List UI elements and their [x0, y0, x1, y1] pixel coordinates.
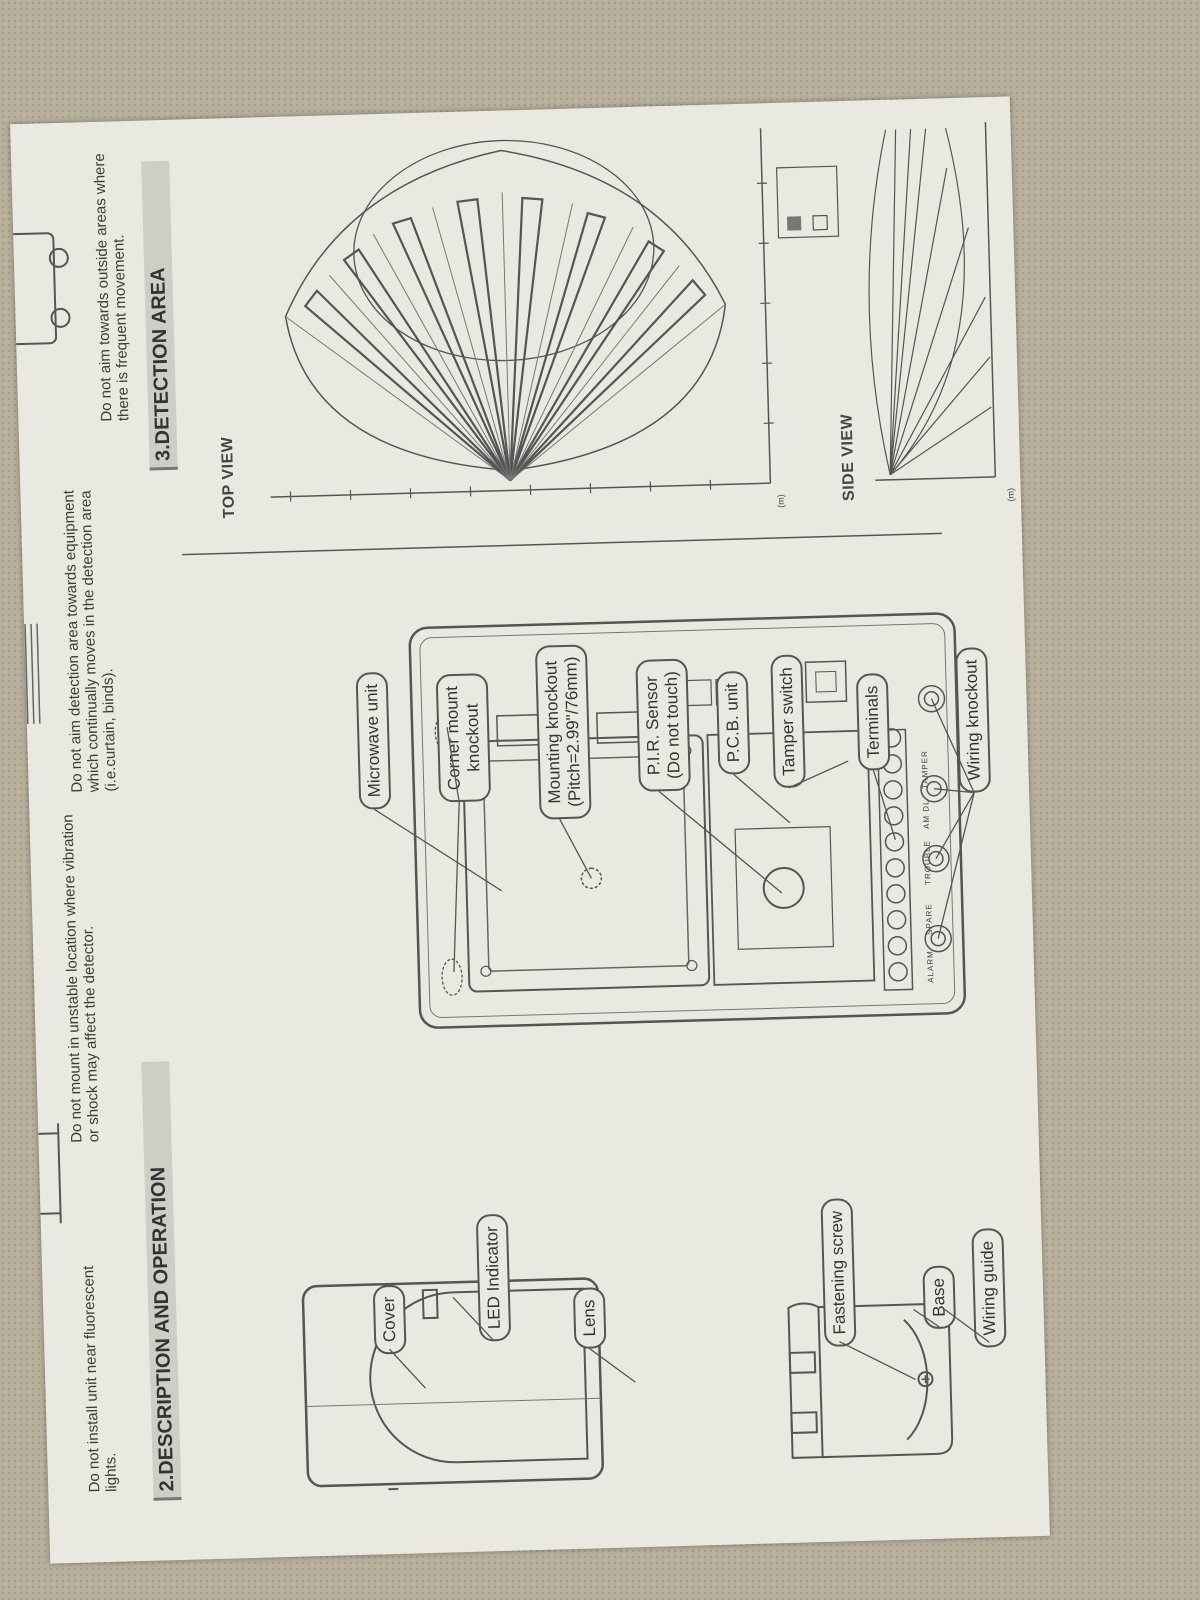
pcb-base-drawing	[408, 612, 967, 1029]
section-detection-header: 3.DETECTION AREA	[141, 160, 178, 471]
top-view-diagram	[270, 128, 774, 502]
side-view-diagram	[868, 121, 997, 481]
note-outside: Do not aim towards outside areas where t…	[90, 153, 133, 422]
instruction-sheet: Do not install unit near fluorescent lig…	[10, 96, 1050, 1564]
rotated-page-content: Do not install unit near fluorescent lig…	[10, 96, 1050, 1563]
top-view-label: TOP VIEW	[218, 436, 239, 519]
cover-leader-lines	[388, 1296, 990, 1389]
detector-cover-drawing	[301, 1277, 604, 1491]
top-view-unit-label: (m)	[775, 494, 787, 509]
side-view-label: SIDE VIEW	[838, 413, 858, 502]
pcb-leader-lines	[374, 698, 975, 973]
detection-legend	[775, 165, 840, 239]
side-view-unit-label: (m)	[1005, 487, 1017, 502]
section-divider	[182, 532, 942, 556]
warning-illustration-vehicle	[10, 232, 71, 346]
warning-illustration-unit	[38, 1123, 62, 1224]
